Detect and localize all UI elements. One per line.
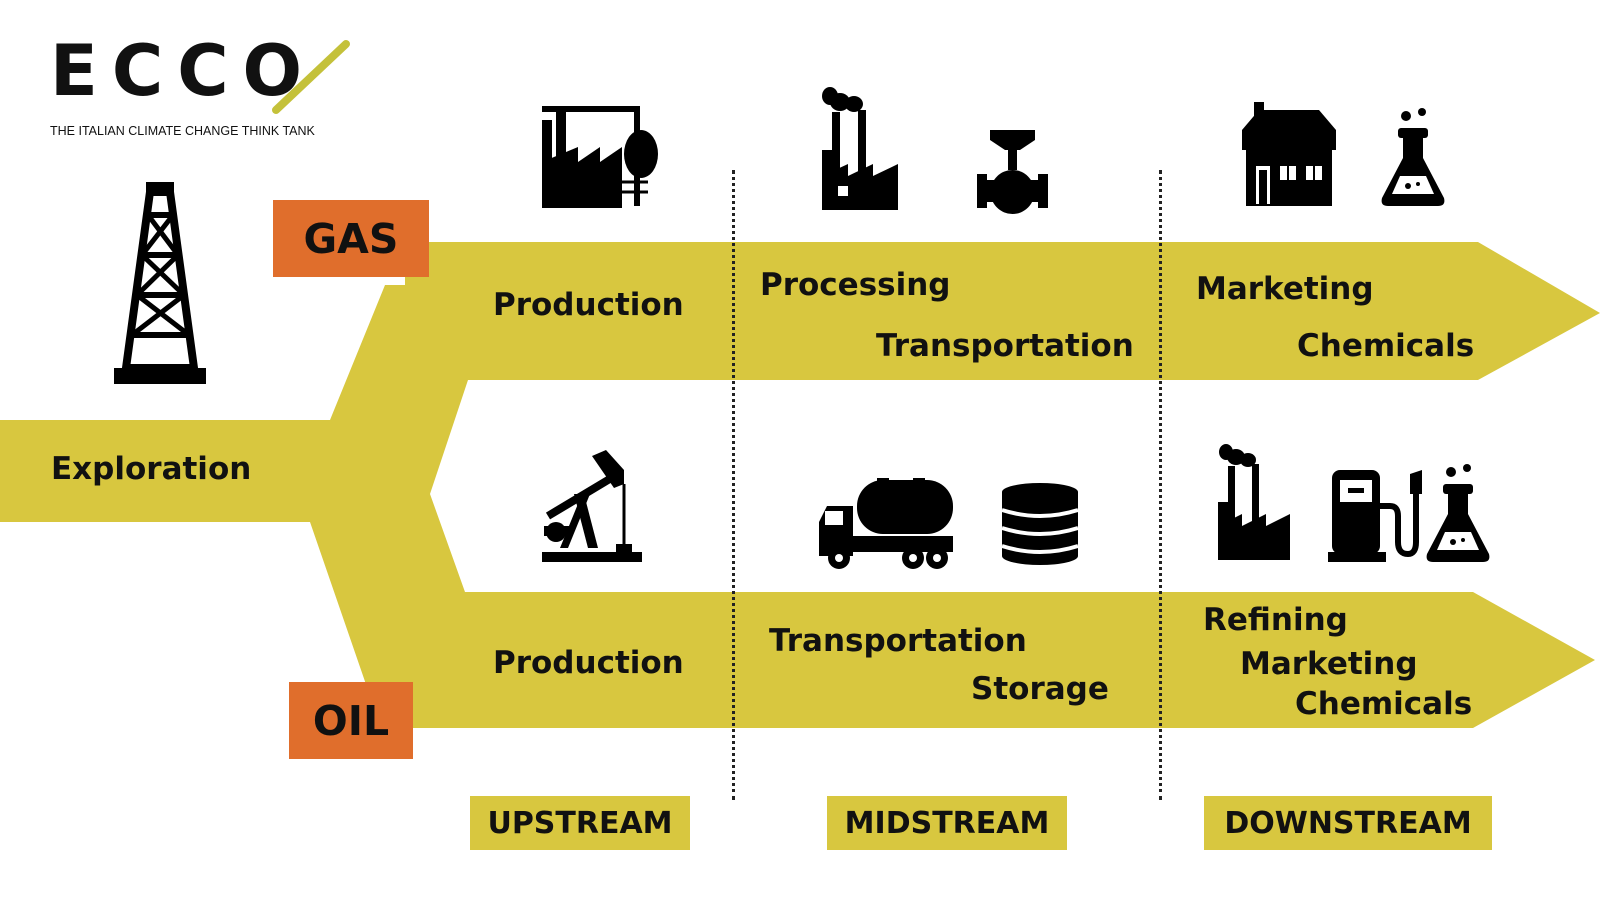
pumpjack-icon	[542, 450, 642, 562]
upstream-phase-box: UPSTREAM	[470, 796, 690, 850]
processing-factory-icon	[822, 87, 898, 210]
oil-band-arrow	[405, 592, 1595, 728]
tanker-truck-icon	[819, 478, 953, 569]
oil-marketing-label: Marketing	[1240, 646, 1418, 682]
exploration-label: Exploration	[51, 451, 252, 487]
oil-derrick-icon	[114, 182, 206, 384]
gas-processing-label: Processing	[760, 267, 951, 303]
oil-transportation-label: Transportation	[769, 623, 1027, 659]
oil-tag: OIL	[289, 682, 413, 759]
pipeline-valve-icon	[977, 130, 1048, 214]
oil-chemicals-label: Chemicals	[1295, 686, 1473, 722]
chemical-flask-icon	[1381, 108, 1445, 206]
oil-refining-label: Refining	[1203, 602, 1348, 638]
oil-production-label: Production	[493, 645, 684, 681]
gas-production-plant-icon	[542, 106, 658, 208]
fuel-pump-icon	[1328, 470, 1422, 562]
exploration-trunk-band	[0, 285, 468, 725]
gas-transportation-label: Transportation	[876, 328, 1134, 364]
gas-tag: GAS	[273, 200, 429, 277]
logo-slash-mark	[272, 40, 350, 114]
gas-band-arrow	[405, 242, 1600, 380]
upstream-midstream-divider	[732, 170, 735, 800]
midstream-downstream-divider	[1159, 170, 1162, 800]
gas-marketing-label: Marketing	[1196, 271, 1374, 307]
logo-tagline: THE ITALIAN CLIMATE CHANGE THINK TANK	[50, 124, 315, 138]
gas-chemicals-label: Chemicals	[1297, 328, 1475, 364]
refinery-factory-icon	[1218, 444, 1290, 560]
logo-wordmark: ECCO	[50, 30, 317, 112]
house-icon	[1242, 102, 1336, 206]
storage-tank-icon	[1001, 483, 1079, 565]
downstream-phase-box: DOWNSTREAM	[1204, 796, 1492, 850]
midstream-phase-box: MIDSTREAM	[827, 796, 1067, 850]
oil-storage-label: Storage	[971, 671, 1109, 707]
gas-production-label: Production	[493, 287, 684, 323]
chemical-flask-icon	[1426, 464, 1490, 562]
